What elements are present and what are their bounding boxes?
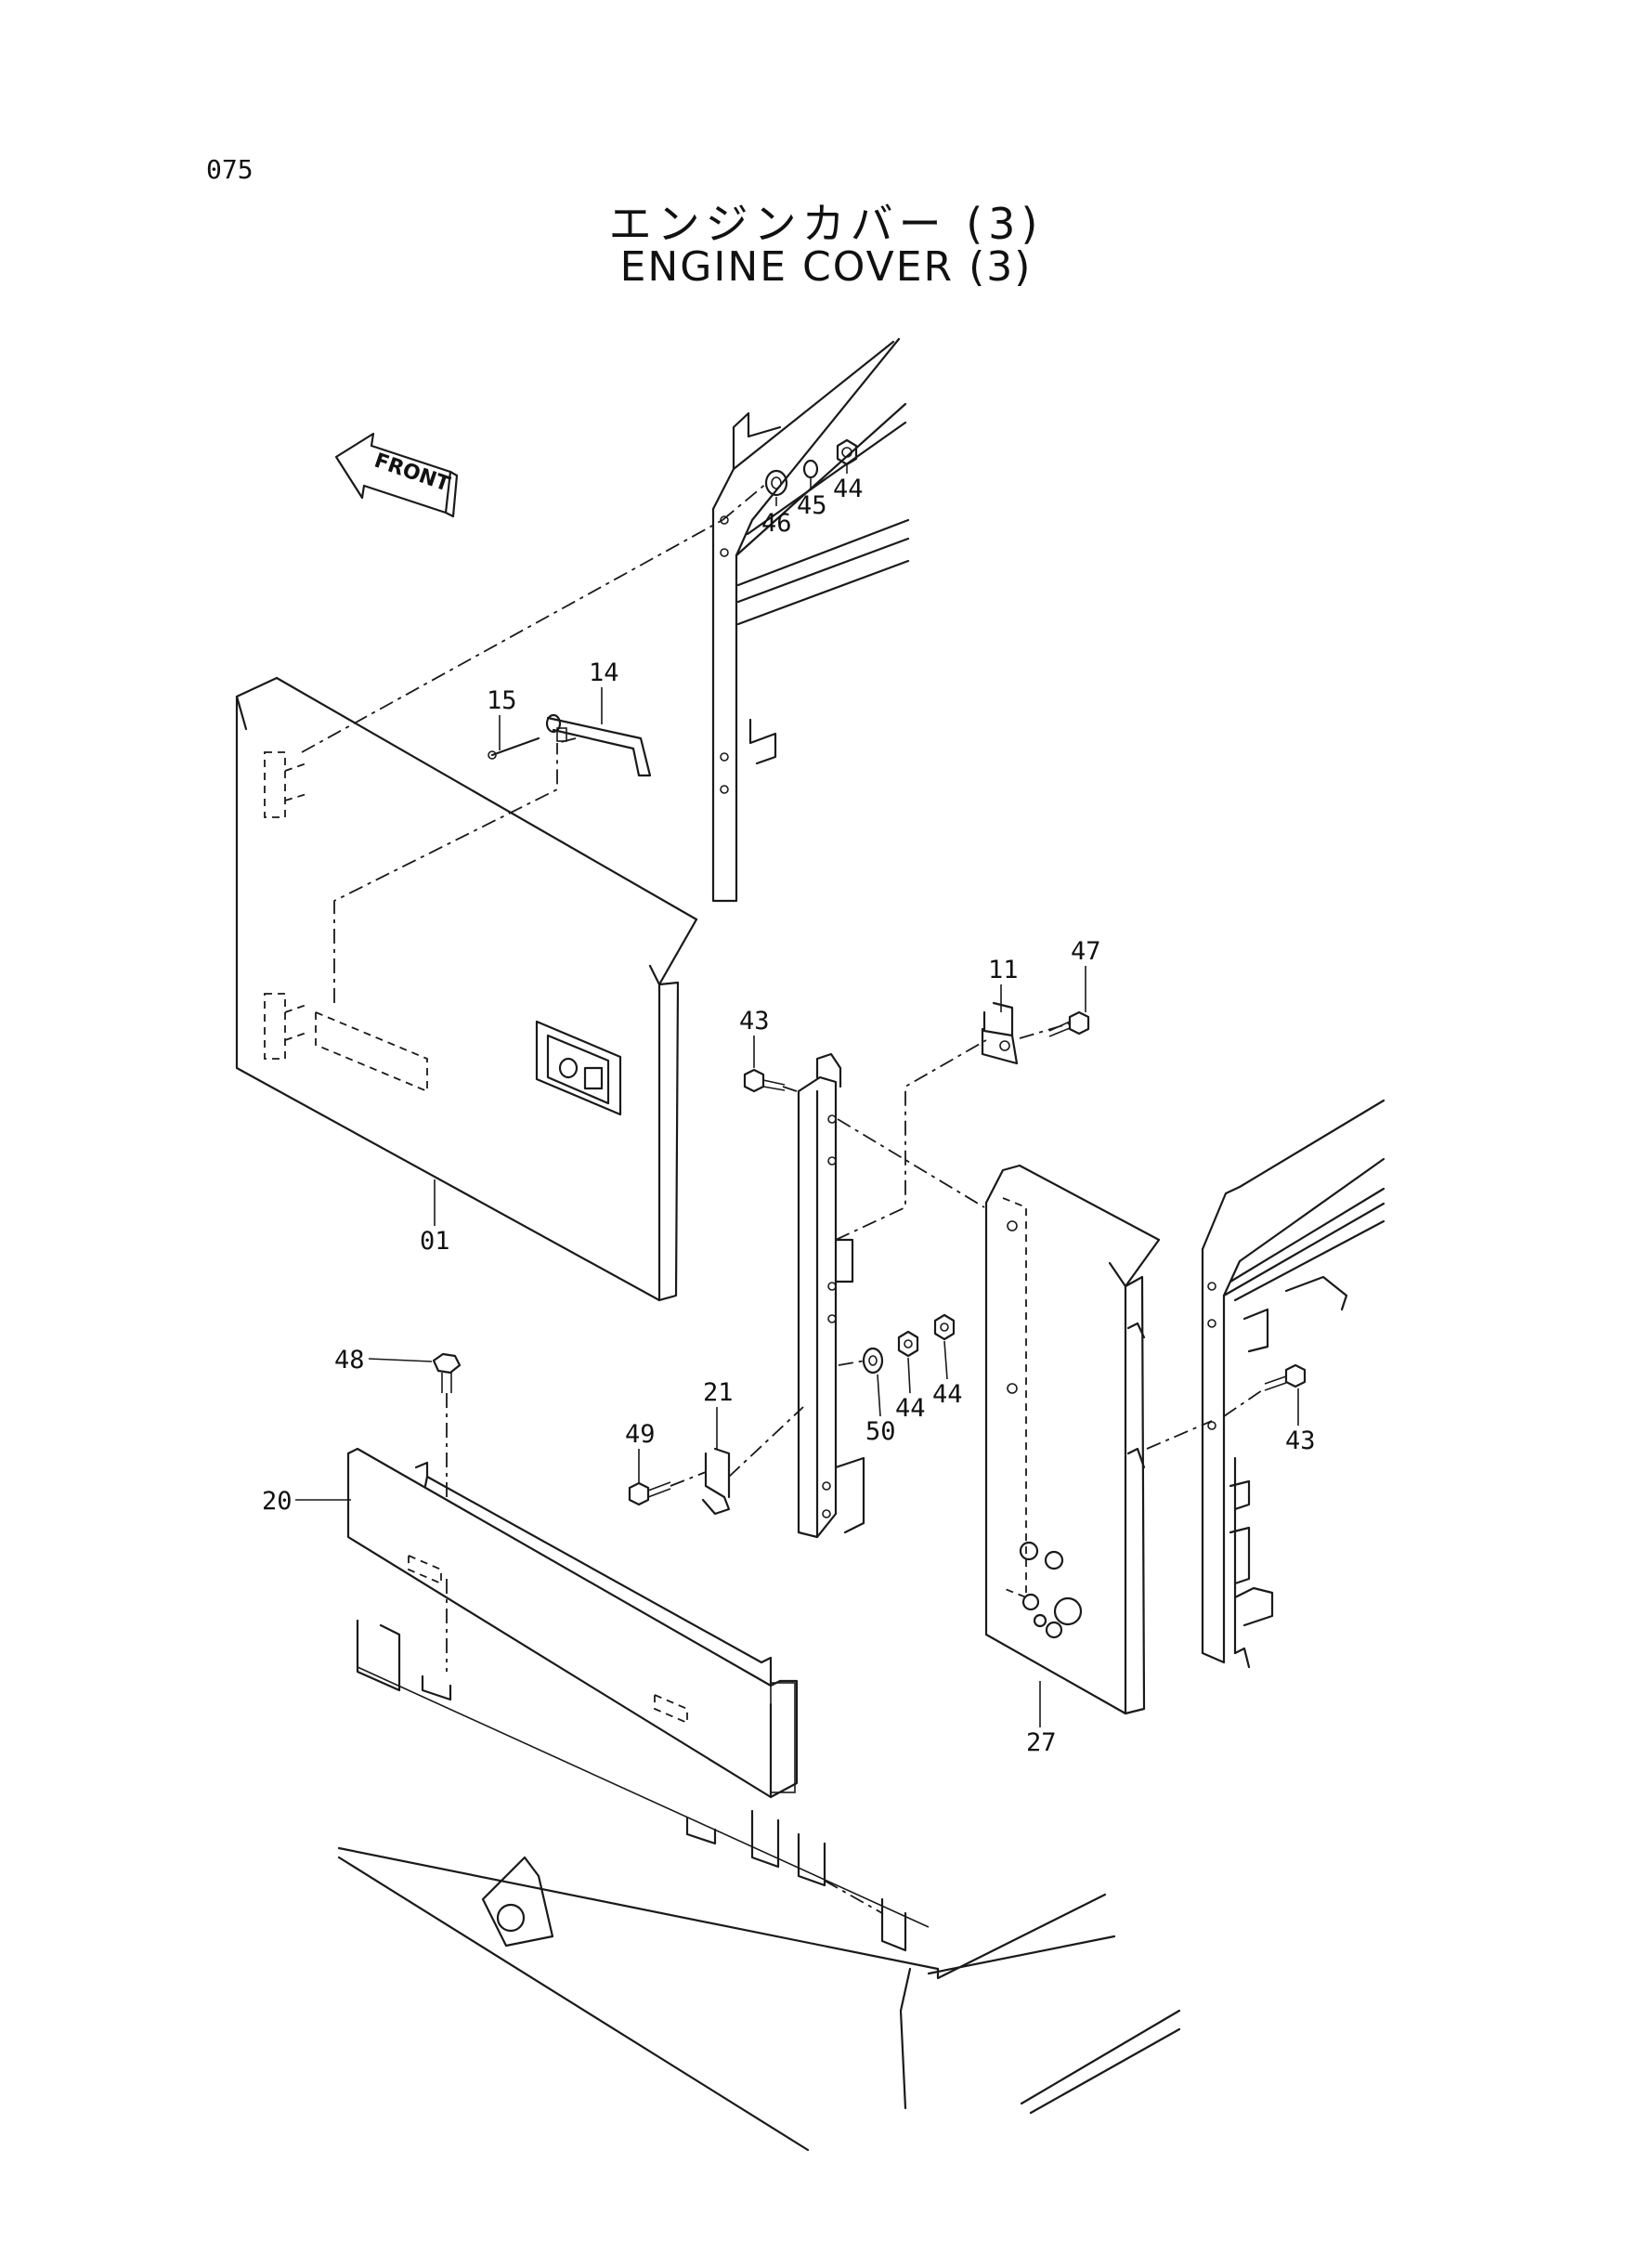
callout-43-right: 43 [1285, 1427, 1316, 1455]
callout-44-upper: 44 [833, 475, 864, 503]
center-vertical-bracket [797, 1052, 865, 1539]
callout-45: 45 [797, 491, 827, 520]
nut-44-upper [836, 438, 858, 466]
callout-44-center-a: 44 [895, 1394, 926, 1423]
nut-44-center-a [897, 1330, 919, 1358]
callout-14: 14 [589, 658, 619, 687]
lock-washer-45 [802, 459, 819, 479]
bracket-11 [981, 1001, 1019, 1065]
leader-lines [295, 464, 1299, 1727]
bracket-21 [701, 1447, 731, 1516]
callout-44-center-b: 44 [932, 1380, 963, 1409]
bolt-49 [628, 1481, 671, 1506]
callout-50: 50 [865, 1417, 896, 1446]
callout-labels: 46 45 44 15 14 11 47 43 01 48 21 49 50 4… [262, 475, 1316, 1757]
bolt-43-right [1264, 1363, 1307, 1391]
lower-panel-20 [346, 1447, 799, 1799]
upper-frame-rail [711, 337, 910, 903]
callout-01: 01 [420, 1227, 450, 1256]
title-english: ENGINE COVER (3) [619, 243, 1033, 291]
callout-21: 21 [703, 1378, 734, 1407]
callout-47: 47 [1071, 937, 1101, 966]
door-handle-recess [535, 1020, 622, 1116]
washer-50 [862, 1347, 884, 1375]
pin-15 [488, 736, 540, 760]
washer-46 [764, 469, 788, 497]
callout-43-left: 43 [739, 1007, 770, 1036]
nut-44-center-b [933, 1313, 956, 1341]
title-japanese: エンジンカバー (3) [608, 199, 1044, 249]
stay-rod-14 [545, 713, 652, 777]
callout-46: 46 [761, 509, 792, 538]
bolt-43-left [743, 1068, 786, 1093]
callout-48: 48 [334, 1346, 365, 1375]
page-number: 075 [206, 154, 254, 185]
callout-49: 49 [625, 1420, 656, 1449]
bolt-48 [432, 1352, 462, 1393]
callout-27: 27 [1026, 1728, 1057, 1757]
lifting-eye [481, 1856, 554, 1948]
door-panel-01 [235, 676, 698, 1302]
assembly-lines [301, 482, 1266, 1914]
lower-chassis-frame [337, 1619, 1181, 2152]
right-frame-rail [1201, 1099, 1385, 1669]
side-panel-27 [984, 1164, 1161, 1715]
callout-20: 20 [262, 1487, 293, 1516]
front-arrow-icon: FRONT [334, 432, 459, 518]
callout-15: 15 [487, 686, 517, 715]
callout-11: 11 [988, 956, 1019, 984]
